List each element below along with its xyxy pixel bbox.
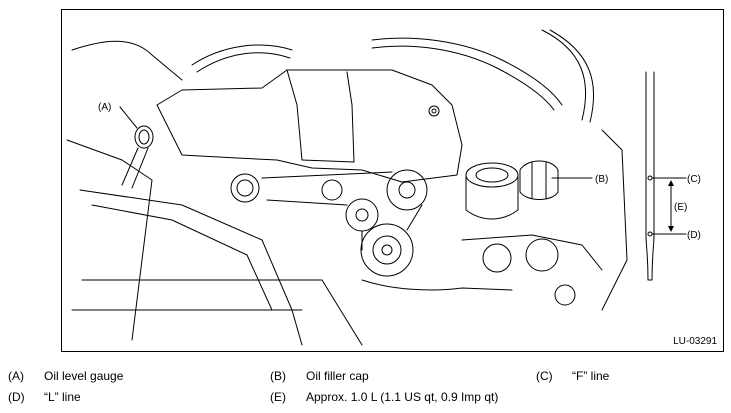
engine-cover bbox=[156, 69, 463, 183]
oil-filler-neck bbox=[465, 174, 519, 220]
dipstick-l-mark bbox=[647, 231, 653, 237]
pulley bbox=[386, 169, 428, 211]
legend-key: (E) bbox=[270, 390, 286, 404]
oil-filler-cap bbox=[519, 160, 559, 200]
pulley bbox=[360, 223, 414, 277]
callout-a: (A) bbox=[98, 102, 111, 113]
lower-panel bbox=[81, 279, 363, 346]
legend-item-e: (E) Approx. 1.0 L (1.1 US qt, 0.9 Imp qt… bbox=[270, 390, 570, 406]
dimension-e-arrow-down bbox=[668, 226, 674, 232]
hose bbox=[196, 52, 291, 73]
oil-level-gauge-handle bbox=[138, 129, 150, 145]
oil-filler-cap-grip bbox=[531, 161, 547, 199]
legend-text: “L” line bbox=[44, 390, 81, 404]
pulley bbox=[355, 208, 369, 222]
fender-line bbox=[66, 139, 153, 341]
hose bbox=[361, 279, 513, 291]
dimension-e-arrow-up bbox=[668, 180, 674, 186]
dipstick-inset bbox=[645, 71, 655, 281]
pulley bbox=[398, 181, 416, 199]
legend-item-a: (A) Oil level gauge bbox=[8, 369, 248, 385]
pulley bbox=[230, 173, 260, 203]
pulley bbox=[321, 179, 343, 201]
oil-level-gauge-handle bbox=[134, 125, 154, 149]
radiator-support bbox=[79, 189, 303, 346]
callout-e: (E) bbox=[674, 202, 687, 213]
hose bbox=[191, 44, 293, 66]
component bbox=[601, 129, 628, 311]
drive-belt bbox=[261, 171, 423, 251]
hose bbox=[549, 29, 595, 123]
legend-text: “F” line bbox=[572, 369, 610, 383]
cover-bolt bbox=[428, 105, 440, 117]
callout-b: (B) bbox=[595, 174, 608, 185]
legend-key: (B) bbox=[270, 369, 286, 383]
hose bbox=[371, 45, 555, 111]
dipstick-f-mark bbox=[647, 175, 653, 181]
hose bbox=[541, 29, 587, 121]
legend-key: (A) bbox=[8, 369, 24, 383]
oil-filler-neck bbox=[465, 162, 519, 188]
component bbox=[461, 234, 603, 271]
pulley bbox=[381, 244, 393, 256]
callout-a-leader bbox=[119, 106, 138, 129]
component bbox=[482, 243, 512, 273]
pulley bbox=[345, 198, 379, 232]
component bbox=[554, 284, 576, 306]
hose bbox=[371, 37, 563, 106]
cover-bolt bbox=[431, 108, 437, 114]
figure-code: LU-03291 bbox=[673, 336, 717, 347]
engine-cover-ridge bbox=[286, 69, 303, 161]
callout-c: (C) bbox=[687, 174, 701, 185]
legend-text: Oil filler cap bbox=[306, 369, 369, 383]
legend-text: Oil level gauge bbox=[44, 369, 124, 383]
radiator-support bbox=[91, 204, 273, 311]
legend-item-d: (D) “L” line bbox=[8, 390, 248, 406]
legend-text: Approx. 1.0 L (1.1 US qt, 0.9 Imp qt) bbox=[306, 390, 499, 404]
legend-key: (C) bbox=[536, 369, 553, 383]
legend-key: (D) bbox=[8, 390, 25, 404]
engine-cover-ridge bbox=[301, 159, 355, 163]
fender-line bbox=[71, 40, 183, 81]
legend-item-c: (C) “F” line bbox=[536, 369, 716, 385]
diagram-frame: (A) (B) (C) (E) (D) LU-03291 bbox=[61, 9, 724, 352]
pulley bbox=[372, 235, 402, 265]
oil-level-gauge-tube bbox=[121, 147, 149, 189]
component bbox=[525, 238, 559, 272]
engine-cover-ridge bbox=[346, 71, 355, 163]
legend-item-b: (B) Oil filler cap bbox=[270, 369, 510, 385]
callout-d: (D) bbox=[687, 230, 701, 241]
engine-bay-drawing: (A) (B) (C) (E) (D) bbox=[66, 29, 701, 346]
oil-filler-neck-inner bbox=[475, 167, 509, 183]
pulley bbox=[236, 179, 254, 197]
